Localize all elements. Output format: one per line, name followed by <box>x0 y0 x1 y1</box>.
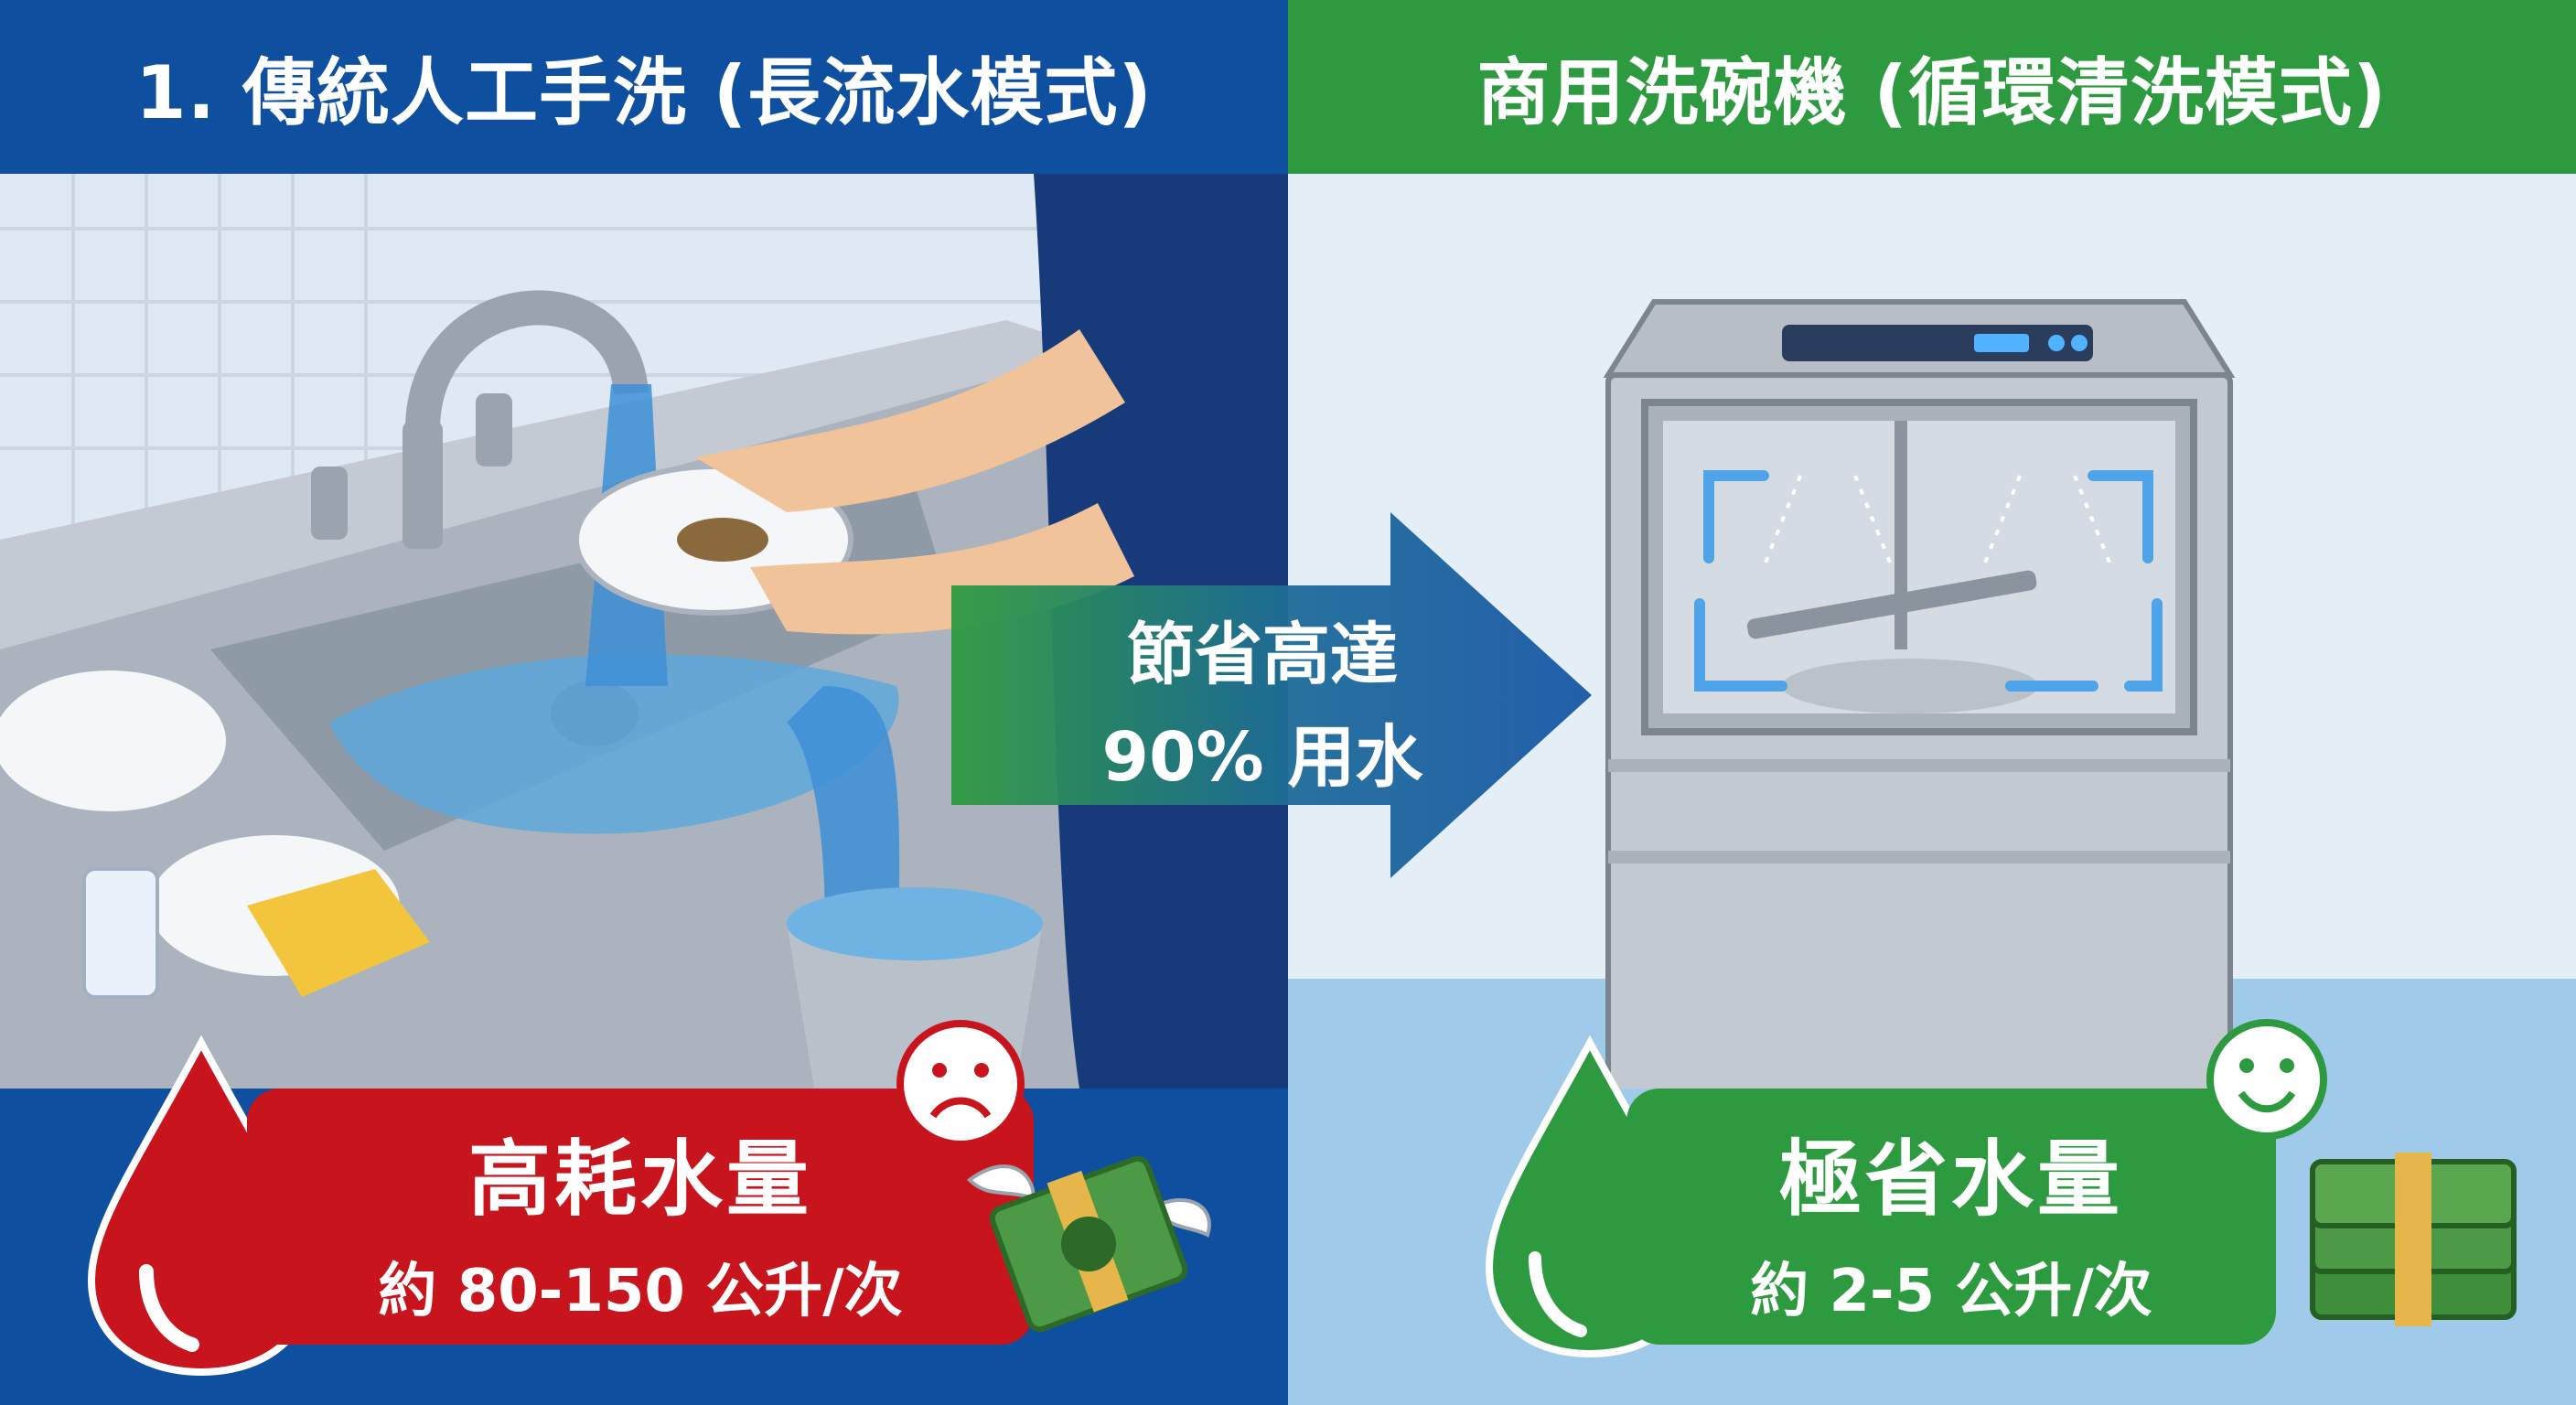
low-water-usage-title: 極省水量 <box>1779 1132 2123 1228</box>
manual-washing-panel: 1. 傳統人工手洗 (長流水模式) <box>0 50 1288 1405</box>
manual-washing-footer: 高耗水量 約 80-150 公升/次 <box>0 1020 1288 1405</box>
manual-washing-header: 1. 傳統人工手洗 (長流水模式) <box>135 50 1153 135</box>
savings-line-2: 90% 用水 <box>1101 718 1423 797</box>
high-water-usage-amount: 約 80-150 公升/次 <box>378 1258 903 1325</box>
dirty-plate-icon <box>0 665 231 817</box>
dishwasher-footer: 極省水量 約 2-5 公升/次 <box>1288 1019 2576 1405</box>
dishwasher-illustration <box>1288 174 2576 1089</box>
dishwasher-header: 商用洗碗機 (循環清洗模式) <box>1476 50 2388 135</box>
circulation-arrows-icon <box>1694 470 2163 692</box>
savings-line-1: 節省高達 <box>1127 616 1398 694</box>
dishwasher-machine-icon <box>1603 299 2236 1089</box>
low-water-usage-amount: 約 2-5 公升/次 <box>1750 1258 2152 1325</box>
faucet-icon <box>311 290 649 549</box>
high-water-usage-box: 高耗水量 約 80-150 公升/次 <box>247 1089 1034 1345</box>
savings-callout: 節省高達 90% 用水 <box>1052 604 1473 809</box>
savings-arrow-icon <box>951 512 1592 878</box>
dishwasher-panel: 商用洗碗機 (循環清洗模式) <box>1288 0 2576 1405</box>
sad-face-icon <box>896 1020 1025 1148</box>
money-stack-icon <box>2310 1153 2517 1326</box>
glass-icon <box>82 867 159 999</box>
low-water-usage-box: 極省水量 約 2-5 公升/次 <box>1626 1089 2276 1345</box>
high-water-usage-title: 高耗水量 <box>468 1132 812 1228</box>
happy-face-icon <box>2206 1019 2327 1140</box>
sponge-icon <box>247 869 430 997</box>
flying-money-icon <box>966 1155 1211 1333</box>
